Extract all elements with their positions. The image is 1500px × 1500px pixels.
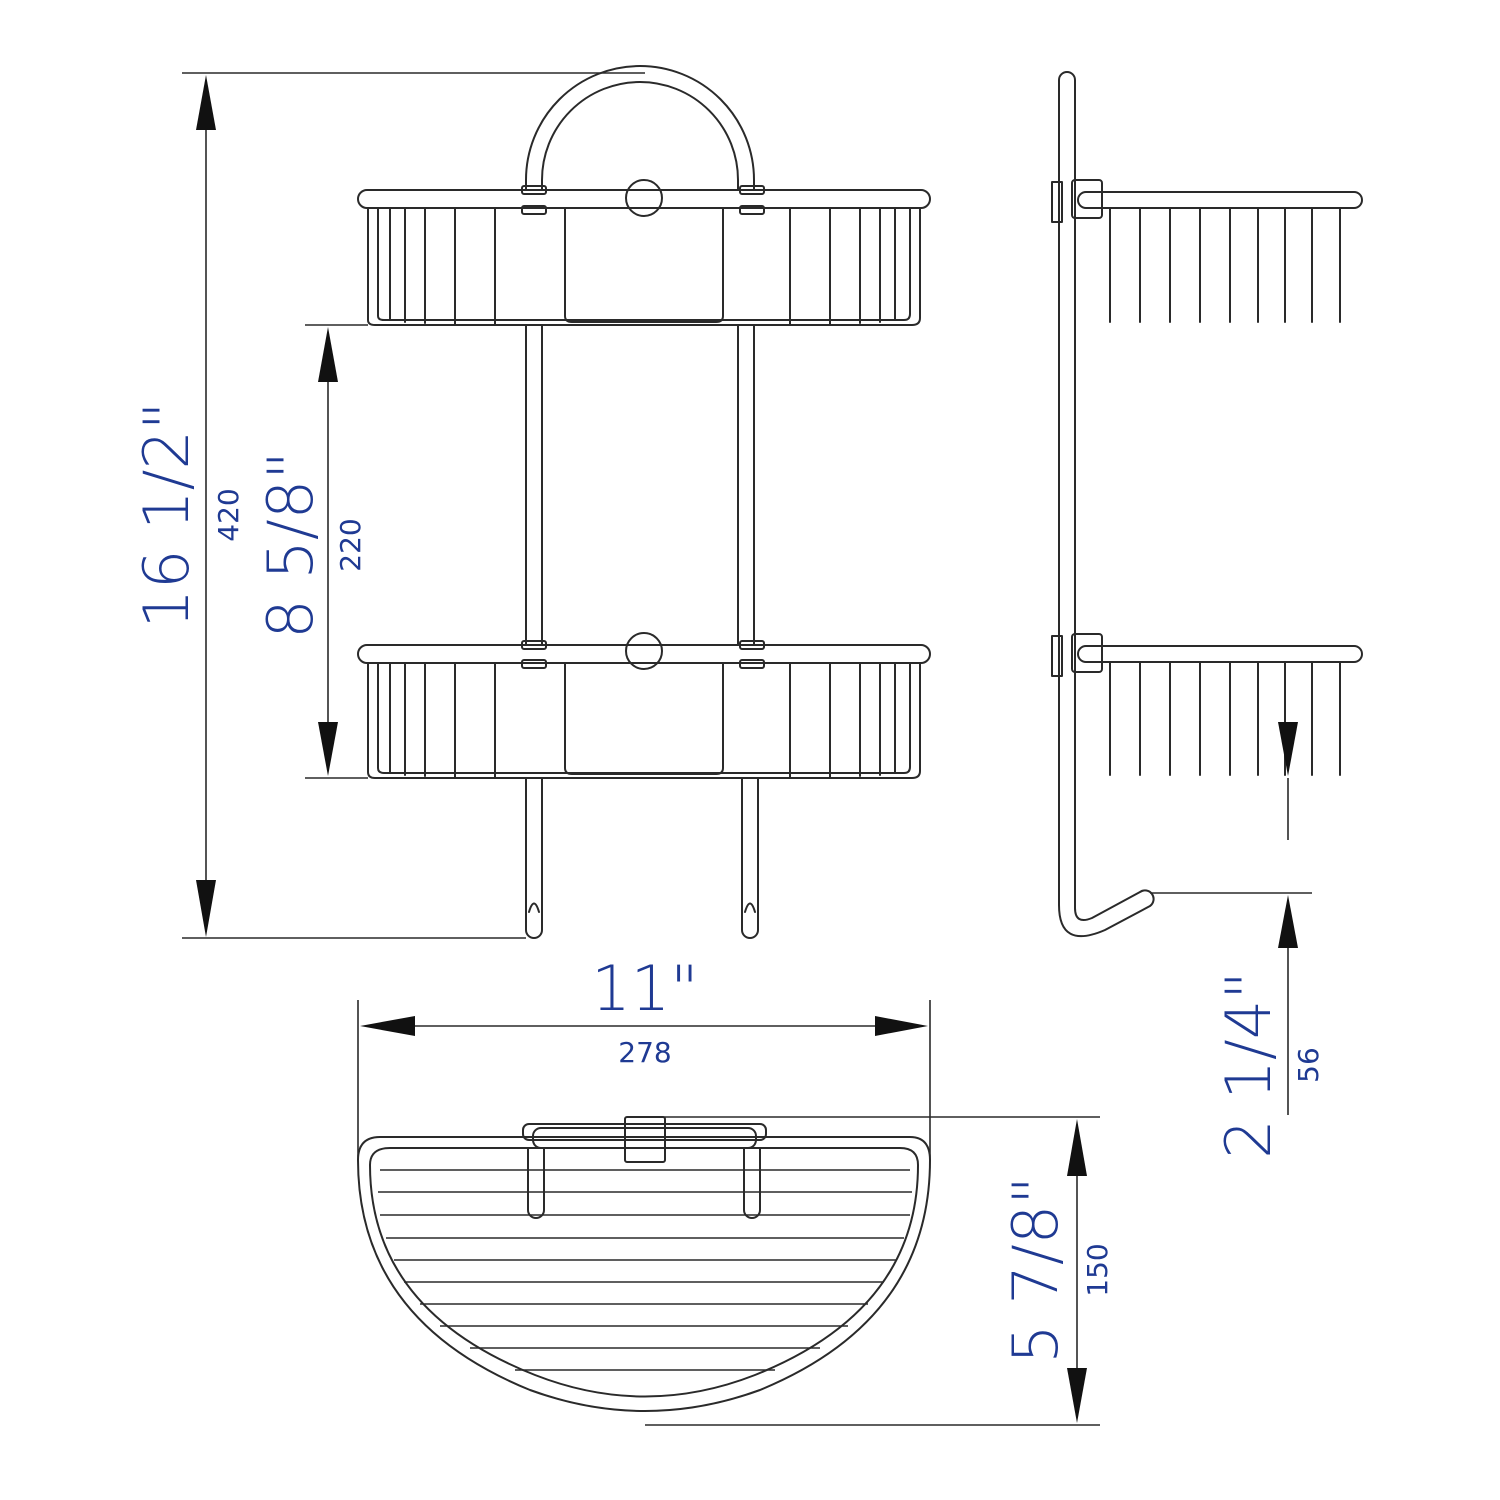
arrow-width-right xyxy=(875,1016,928,1036)
lower-basket xyxy=(357,640,931,779)
top-view xyxy=(357,1116,931,1412)
dimension-labels: 16 1/2" 420 8 5/8" 220 11" 278 2 1/4" 56… xyxy=(130,402,1325,1364)
shelf-spacing-label: 8 5/8" xyxy=(254,451,327,638)
hook-drop-metric: 56 xyxy=(1292,1047,1325,1083)
arrow-width-left xyxy=(360,1016,415,1036)
wall-mount-bottom xyxy=(625,632,663,670)
arrow-hook-top xyxy=(1278,722,1298,776)
side-view xyxy=(1051,71,1363,938)
front-view xyxy=(357,65,931,939)
total-height-metric: 420 xyxy=(212,488,245,541)
width-label: 11" xyxy=(591,952,698,1025)
shelf-spacing-metric: 220 xyxy=(334,518,367,571)
arrow-spacing-bottom xyxy=(318,722,338,776)
arrow-total-height-top xyxy=(196,75,216,130)
width-metric: 278 xyxy=(618,1036,671,1069)
arrow-depth-bottom xyxy=(1067,1368,1087,1423)
arrow-spacing-top xyxy=(318,327,338,382)
depth-label: 5 7/8" xyxy=(999,1176,1072,1363)
upper-basket xyxy=(357,185,931,326)
depth-metric: 150 xyxy=(1081,1243,1114,1296)
dimension-lines xyxy=(182,72,1312,1426)
arrow-depth-top xyxy=(1067,1119,1087,1176)
wall-mount-top xyxy=(625,179,663,217)
total-height-label: 16 1/2" xyxy=(130,402,203,629)
hook-drop-label: 2 1/4" xyxy=(1212,971,1285,1158)
arrow-hook-bottom xyxy=(1278,895,1298,948)
arrow-total-height-bottom xyxy=(196,880,216,937)
